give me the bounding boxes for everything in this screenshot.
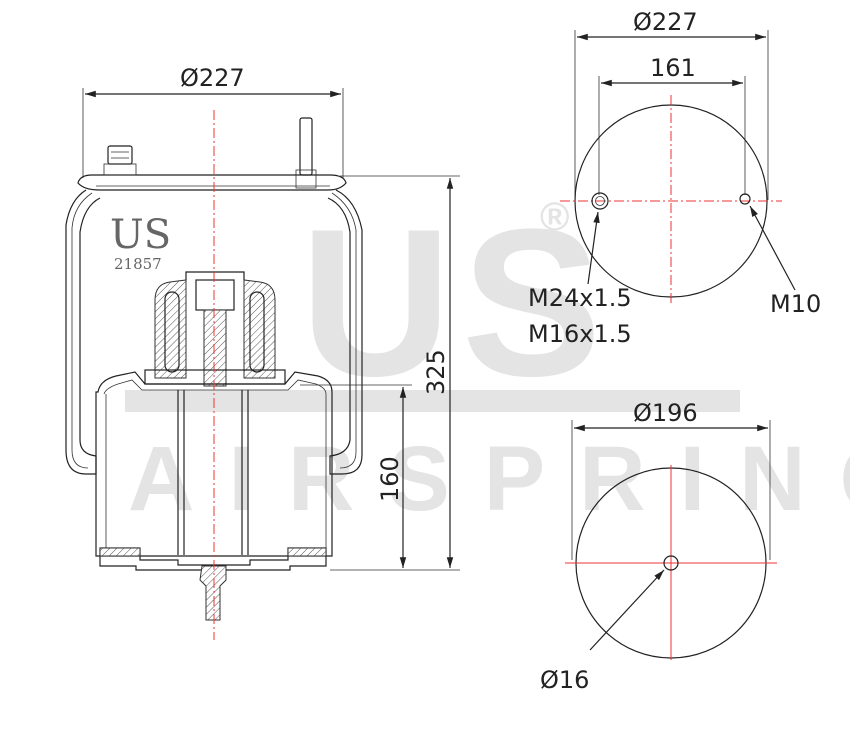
brand-name: US <box>110 212 171 258</box>
watermark-registered-mark: ® <box>540 195 569 239</box>
bottom-view-diameter-label: Ø196 <box>633 399 698 427</box>
bellow-outer-right <box>327 189 363 475</box>
bumper-inner-right <box>249 291 265 373</box>
bottom-center-hole <box>663 555 679 571</box>
bellow-outer-inner <box>71 192 93 469</box>
hole-diameter-label: Ø16 <box>540 666 589 694</box>
mounting-stud-base <box>295 169 317 189</box>
mounting-stud <box>299 117 313 176</box>
thread-label-2: M16x1.5 <box>528 320 632 348</box>
bottom-view: Ø196 Ø16 <box>540 399 777 694</box>
thread-leader-1 <box>587 211 600 285</box>
bottom-bolt <box>199 565 227 621</box>
bellow-outer-right-inner <box>331 192 357 469</box>
height-label: 325 <box>422 349 450 395</box>
stud-hole <box>739 193 751 205</box>
air-port-hole-inner <box>595 196 605 206</box>
top-plate <box>77 174 347 191</box>
piston-inner-outline <box>103 379 327 552</box>
piston-height-label: 160 <box>376 456 404 502</box>
air-port-hole <box>591 192 609 210</box>
thread-leader-3 <box>749 205 796 291</box>
bumper <box>154 279 187 379</box>
bumper-cap <box>185 271 245 280</box>
bumper-core <box>195 279 235 311</box>
watermark-bar <box>125 390 740 412</box>
side-view: Ø227 <box>65 64 460 640</box>
bolt-spacing-label: 161 <box>650 54 696 82</box>
thread-label-3: M10 <box>770 290 821 318</box>
hole-leader <box>589 569 665 651</box>
piston-outline <box>95 371 333 557</box>
top-plate-view: Ø227 161 M24x1.5 M16x1.5 M10 <box>528 8 821 348</box>
watermark-airspring-word: AIRSPRING <box>128 428 850 530</box>
bumper-right <box>243 279 276 379</box>
side-diameter-label: Ø227 <box>180 64 245 92</box>
bumper-inner-left <box>164 291 180 373</box>
part-number: 21857 <box>114 255 162 273</box>
bumper-bolt <box>203 309 227 387</box>
thread-label-1: M24x1.5 <box>528 284 632 312</box>
piston-base-right <box>287 547 327 557</box>
air-fitting-base <box>103 163 137 176</box>
air-fitting <box>107 145 133 165</box>
top-view-diameter-label: Ø227 <box>633 8 698 36</box>
piston-base-left <box>99 547 141 557</box>
bellow-outer <box>65 189 101 475</box>
watermark: US ® AIRSPRING <box>125 185 850 530</box>
